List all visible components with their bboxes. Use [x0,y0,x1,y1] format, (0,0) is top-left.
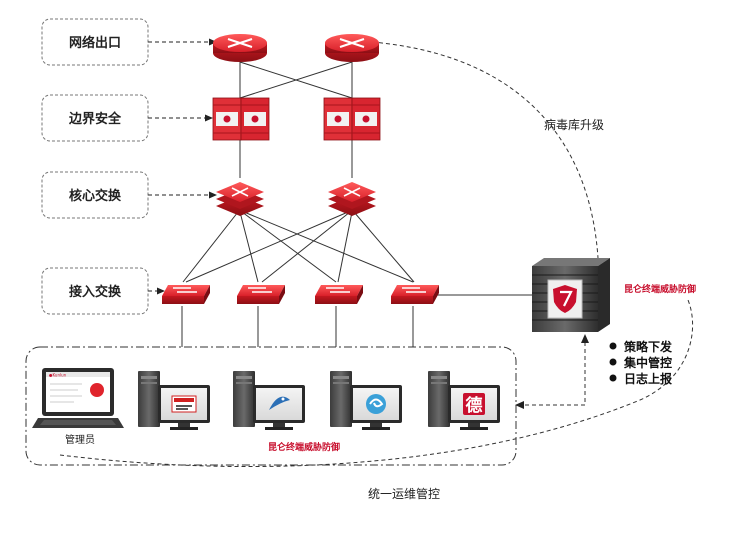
management-server [532,258,610,332]
virus-update-label: 病毒库升级 [544,117,604,132]
endpoint-desktop [330,371,402,430]
layer-egress-label: 网络出口 [69,35,121,51]
lock-icon [362,115,370,123]
router-2 [325,34,379,62]
layer-core-label: 核心交换 [69,188,122,204]
access-switch-2 [237,285,285,304]
border-arrowhead [205,114,213,122]
layer-access-label: 接入交换 [69,284,122,300]
access-switch-4 [391,285,439,304]
layer-pointer-heads [157,38,217,295]
access-arrowhead [157,287,165,295]
switch-cross-icon [343,187,361,197]
admin-laptop: ●Kunlun [32,368,124,428]
switch-arrows-icon [326,287,350,293]
core-arrowhead [209,191,217,199]
router-arrows-icon [227,38,253,48]
bullet-icon [609,374,617,382]
endpoint-desktop-group: 德 [138,371,500,430]
feature-item: 日志上报 [624,371,672,386]
endpoint-desktop: 德 [428,371,500,430]
egress-arrowhead [209,38,217,46]
switch-arrows-icon [173,287,197,293]
switch-arrows-icon [248,287,272,293]
admin-label: 管理员 [65,433,95,446]
layer-egress-box: 网络出口 [41,18,149,66]
access-switch-3 [315,285,363,304]
layer-border-label: 边界安全 [68,111,122,127]
arrowhead-left [515,401,524,409]
blue-bird-icon [269,396,290,410]
lock-icon [334,115,342,123]
link [261,211,351,283]
layer-access-box: 接入交换 [41,267,149,315]
lock-icon [251,115,259,123]
de-character-icon: 德 [463,393,485,416]
red-app-icon [171,395,197,413]
router-arrows-icon [339,38,365,48]
access-switch-1 [162,285,210,304]
endpoint-area [25,346,517,466]
access-switch-group [162,285,439,304]
lock-icon [223,115,231,123]
arrowhead-up [581,334,589,343]
endpoint-product-label: 昆仑终端威胁防御 [268,441,340,453]
link [337,211,353,283]
server-product-label: 昆仑终端威胁防御 [624,283,696,295]
link [182,211,239,283]
link [353,211,415,283]
layer-border-box: 边界安全 [41,94,149,142]
blue-swirl-icon [366,394,386,414]
network-links [181,60,532,347]
switch-cross-icon [231,187,249,197]
bullet-icon [609,342,617,350]
shield-logo-icon [90,383,104,397]
unified-ops-label: 统一运维管控 [368,486,440,501]
layer-core-box: 核心交换 [41,171,149,219]
server-endpoint-arrow [515,334,589,409]
layer-pointer-arrows [148,41,210,292]
link [243,211,414,283]
management-dashed-curves [59,41,694,468]
endpoint-desktop [233,371,305,430]
feature-item: 策略下发 [624,339,673,354]
firewall-1 [212,97,270,141]
unified-control-curve [59,299,694,468]
bullet-icon [609,358,617,366]
de-glyph: 德 [466,395,483,416]
feature-list: 策略下发 集中管控 日志上报 [609,339,673,386]
core-switch-1 [216,182,264,216]
endpoint-desktop [138,371,210,430]
switch-arrows-icon [402,287,426,293]
server-endpoint-path [523,342,586,406]
link [241,211,337,283]
firewall-2 [323,97,381,141]
router-1 [213,34,267,62]
core-switch-2 [328,182,376,216]
link [239,211,259,283]
svg-text:●Kunlun: ●Kunlun [49,373,67,378]
virus-update-curve [371,41,599,259]
link [239,61,353,99]
link [185,211,349,283]
feature-item: 集中管控 [623,355,672,370]
